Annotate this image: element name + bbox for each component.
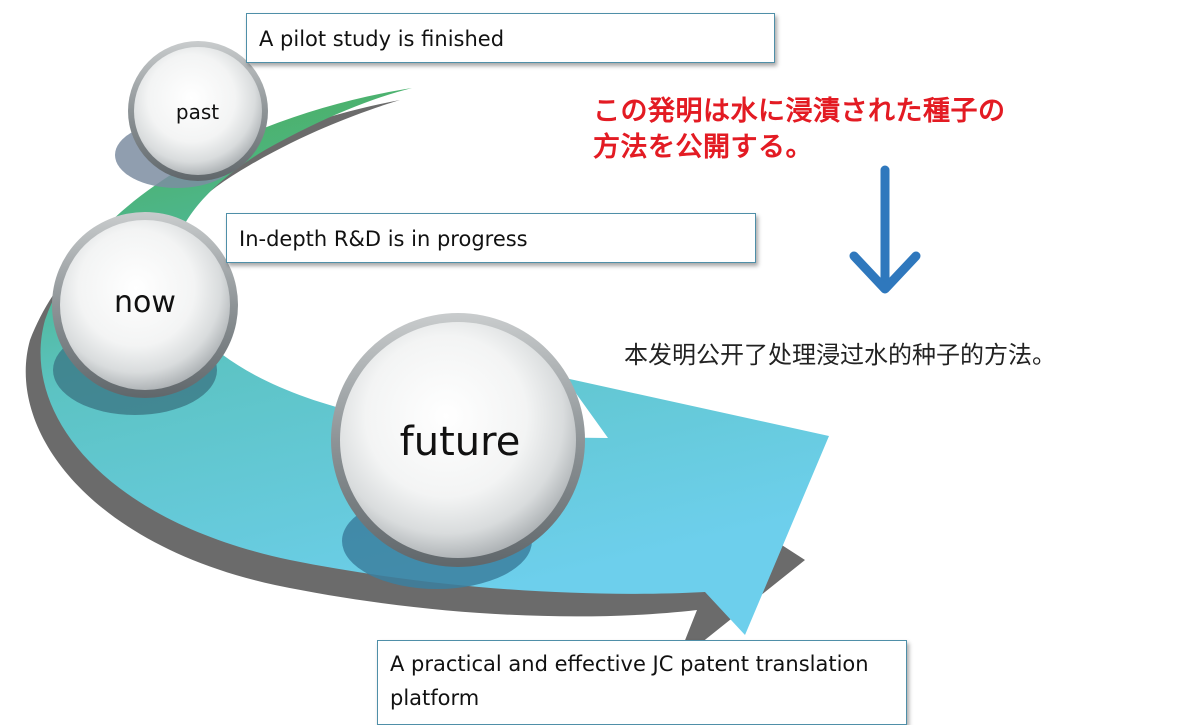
chinese-target-text: 本发明公开了处理浸过水的种子的方法。 (624, 341, 1056, 369)
stage-label-now: now (114, 285, 176, 320)
japanese-source-text: この発明は水に浸漬された種子の方法を公開する。 (593, 96, 1006, 163)
down-arrow-icon (849, 165, 921, 294)
callout-now: In-depth R&D is in progress (226, 213, 756, 263)
sphere-past (115, 41, 268, 188)
callout-past-text: A pilot study is finished (259, 27, 505, 51)
callout-now-text: In-depth R&D is in progress (239, 227, 528, 251)
callout-future: A practical and effective JC patent tran… (377, 640, 907, 725)
sphere-now (52, 212, 238, 415)
callout-past: A pilot study is finished (246, 13, 775, 63)
stage-label-future: future (399, 419, 521, 465)
sphere-future (331, 313, 585, 589)
stage-label-past: past (175, 100, 220, 124)
curved-timeline-arrow-icon (40, 88, 829, 635)
callout-future-text: A practical and effective JC patent tran… (390, 652, 869, 710)
